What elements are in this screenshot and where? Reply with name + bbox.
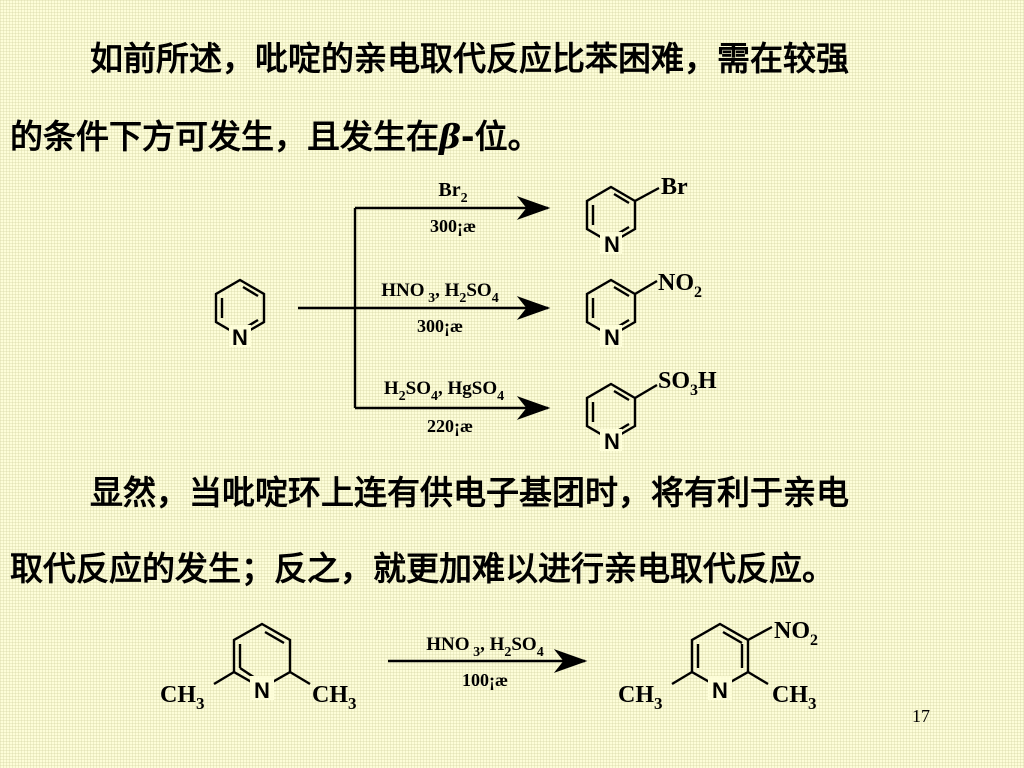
product-3-nitropyridine: N NO2: [585, 270, 702, 350]
reaction-scheme-2: N CH3 CH3 HNO 3, H2SO4 100¡æ N CH3 CH3 N…: [160, 618, 818, 713]
reaction-scheme-1: N Br2 300¡æ HNO 3, H2SO4 300¡æ H2SO4, Hg…: [214, 174, 717, 454]
methyl-right: CH3: [312, 682, 357, 713]
pyridine-reactant: N: [214, 278, 266, 350]
nitrolutidine-product: N CH3 CH3 NO2: [618, 618, 818, 713]
condition-2: 300¡æ: [417, 316, 463, 336]
lutidine-reactant: N CH3 CH3: [160, 622, 357, 713]
substituent-so3h: SO3H: [658, 368, 717, 399]
methyl-right-product: CH3: [772, 682, 817, 713]
condition-3: 220¡æ: [427, 416, 473, 436]
substituent-no2-product: NO2: [774, 618, 818, 649]
condition-1: 300¡æ: [430, 216, 476, 236]
substituent-br: Br: [661, 174, 688, 200]
product-pyridine-3-sulfonic-acid: N SO3H: [585, 368, 717, 454]
paragraph-2-line-2: 取代反应的发生；反之，就更加难以进行亲电取代反应。: [10, 549, 835, 588]
product-3-bromopyridine: N Br: [585, 174, 688, 257]
paragraph-1-line-2: 的条件下方可发生，且发生在β-位。: [10, 98, 1014, 176]
line-2-suffix: -位。: [460, 117, 541, 156]
reagent-1: Br2: [438, 179, 467, 206]
product-3-n-label: N: [604, 429, 620, 454]
reactant-n-label: N: [254, 678, 270, 703]
page-number: 17: [912, 706, 930, 726]
methyl-left: CH3: [160, 682, 205, 713]
reactant-n-label: N: [232, 325, 248, 350]
branch-arrows: [298, 196, 551, 420]
reagent-3: H2SO4, HgSO4: [384, 378, 504, 404]
paragraph-1-line-1: 如前所述，吡啶的亲电取代反应比苯困难，需在较强: [90, 39, 849, 78]
methyl-left-product: CH3: [618, 682, 663, 713]
product-n-label: N: [712, 678, 728, 703]
reagent-2: HNO 3, H2SO4: [381, 280, 498, 306]
product-1-n-label: N: [604, 232, 620, 257]
reagent-4: HNO 3, H2SO4: [426, 634, 543, 660]
substituent-no2: NO2: [658, 270, 702, 301]
product-2-n-label: N: [604, 325, 620, 350]
beta-symbol: β: [439, 117, 461, 156]
paragraph-2-line-1: 显然，当吡啶环上连有供电子基团时，将有利于亲电: [90, 473, 849, 512]
paragraph-1: 如前所述，吡啶的亲电取代反应比苯困难，需在较强: [10, 20, 1014, 98]
line-2-text: 的条件下方可发生，且发生在: [10, 117, 439, 156]
condition-4: 100¡æ: [462, 670, 508, 690]
